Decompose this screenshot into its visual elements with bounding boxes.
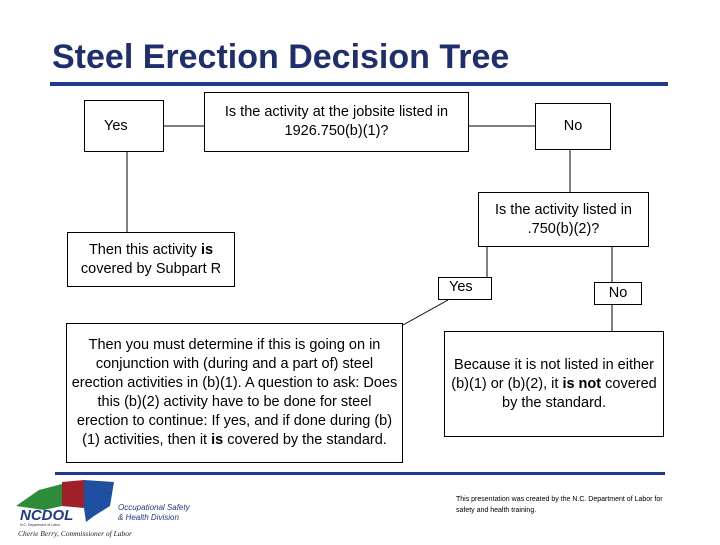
node-label: Then you must determine if this is going… xyxy=(71,337,398,448)
node-label: Yes xyxy=(449,279,473,295)
node-no-1: No xyxy=(535,103,611,150)
node-label: Then this activity is covered by Subpart… xyxy=(80,241,222,277)
node-not-covered: Because it is not listed in either (b)(1… xyxy=(444,331,664,437)
node-no-2: No xyxy=(594,282,642,305)
node-label: No xyxy=(608,285,628,301)
node-question-2: Is the activity listed in .750(b)(2)? xyxy=(478,192,649,247)
node-yes-1: Yes xyxy=(84,100,164,152)
connector xyxy=(402,299,449,326)
node-question-1: Is the activity at the jobsite listed in… xyxy=(204,92,469,152)
footer-divider xyxy=(55,472,665,475)
ncdol-logo: NCDOL N.C. Department of Labor Occupatio… xyxy=(14,476,214,540)
node-determine: Then you must determine if this is going… xyxy=(66,323,403,463)
node-label: Is the activity at the jobsite listed in… xyxy=(224,104,449,139)
footer-note: This presentation was created by the N.C… xyxy=(456,496,663,514)
svg-text:NCDOL: NCDOL xyxy=(20,507,73,524)
node-yes-2: Yes xyxy=(438,277,492,300)
svg-text:Occupational Safety: Occupational Safety xyxy=(118,503,191,512)
title-divider xyxy=(50,82,668,86)
svg-text:& Health Division: & Health Division xyxy=(118,513,179,522)
node-covered: Then this activity is covered by Subpart… xyxy=(67,232,235,287)
node-label: Is the activity listed in .750(b)(2)? xyxy=(495,201,632,237)
node-label: No xyxy=(563,118,583,134)
node-label: Because it is not listed in either (b)(1… xyxy=(451,357,657,411)
node-label: Yes xyxy=(104,117,128,134)
svg-text:Cherie Berry, Commissioner of: Cherie Berry, Commissioner of Labor xyxy=(18,529,132,538)
svg-text:N.C. Department of Labor: N.C. Department of Labor xyxy=(20,523,61,527)
page-title: Steel Erection Decision Tree xyxy=(52,38,510,76)
